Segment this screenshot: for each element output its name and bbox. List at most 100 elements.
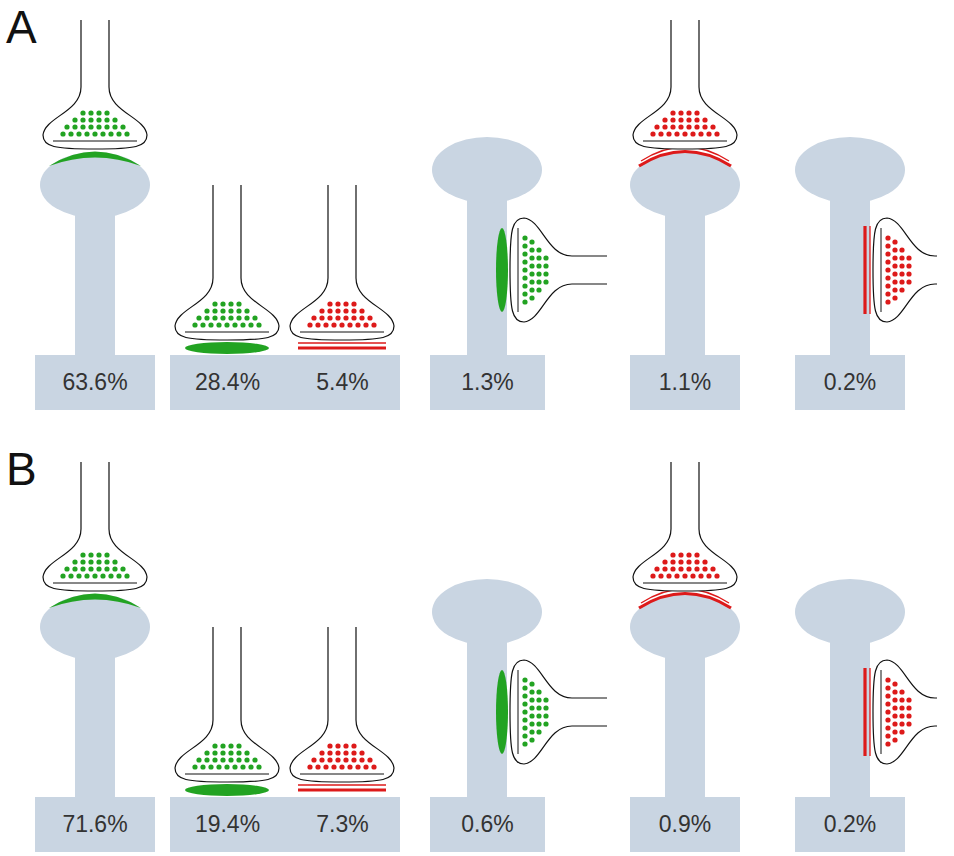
synaptic-vesicle xyxy=(892,279,897,284)
synaptic-vesicle xyxy=(228,301,233,306)
synaptic-vesicle xyxy=(88,124,93,129)
synaptic-vesicle xyxy=(674,131,679,136)
synaptic-vesicle xyxy=(536,689,541,694)
synaptic-vesicle xyxy=(694,552,699,557)
synaptic-vesicle xyxy=(686,117,691,122)
synaptic-vesicle xyxy=(892,287,897,292)
synaptic-vesicle xyxy=(662,124,667,129)
percentage-value: 19.4% xyxy=(195,811,260,838)
synaptic-vesicle xyxy=(906,721,911,726)
synaptic-vesicle xyxy=(650,131,655,136)
synaptic-vesicle xyxy=(678,117,683,122)
synaptic-vesicle xyxy=(892,713,897,718)
synaptic-vesicle xyxy=(543,271,548,276)
synaptic-vesicle xyxy=(522,693,527,698)
percentage-value: 0.2% xyxy=(824,369,876,396)
synaptic-vesicle xyxy=(899,247,904,252)
synaptic-vesicle xyxy=(212,750,217,755)
spine-head xyxy=(40,594,150,660)
synaptic-vesicle xyxy=(60,131,65,136)
synapse-type xyxy=(795,137,937,357)
percentage-value: 1.3% xyxy=(461,369,513,396)
synaptic-vesicle xyxy=(224,322,229,327)
synaptic-vesicle xyxy=(68,131,73,136)
synaptic-vesicle xyxy=(543,279,548,284)
synaptic-vesicle xyxy=(690,573,695,578)
synaptic-vesicle xyxy=(899,729,904,734)
synaptic-vesicle xyxy=(92,131,97,136)
synaptic-vesicle xyxy=(536,279,541,284)
synaptic-vesicle xyxy=(355,764,360,769)
synaptic-vesicle xyxy=(327,743,332,748)
synaptic-vesicle xyxy=(200,764,205,769)
synaptic-vesicle xyxy=(686,110,691,115)
synaptic-vesicle xyxy=(899,287,904,292)
axon-terminal xyxy=(290,185,394,340)
synaptic-vesicle xyxy=(236,301,241,306)
synaptic-vesicle xyxy=(885,283,890,288)
synaptic-vesicle xyxy=(204,757,209,762)
synaptic-vesicle xyxy=(899,271,904,276)
synaptic-vesicle xyxy=(522,725,527,730)
dendrite-base: 7.3% xyxy=(285,797,400,852)
synaptic-vesicle xyxy=(327,308,332,313)
axon-terminal xyxy=(290,627,394,782)
inhibitory-psd xyxy=(639,152,731,167)
synaptic-vesicle xyxy=(236,315,241,320)
synapse-type xyxy=(175,627,279,796)
synaptic-vesicle xyxy=(319,315,324,320)
synaptic-vesicle xyxy=(351,301,356,306)
excitatory-psd xyxy=(496,670,508,754)
spine-head xyxy=(40,152,150,218)
synaptic-vesicle xyxy=(892,705,897,710)
inhibitory-membrane xyxy=(869,668,870,756)
synaptic-vesicle xyxy=(88,110,93,115)
synaptic-vesicle xyxy=(232,322,237,327)
synaptic-vesicle xyxy=(216,764,221,769)
synaptic-vesicle xyxy=(892,239,897,244)
inhibitory-psd xyxy=(298,788,386,791)
synaptic-vesicle xyxy=(100,131,105,136)
synaptic-vesicle xyxy=(536,705,541,710)
synaptic-vesicle xyxy=(104,559,109,564)
dendrite-base: 0.2% xyxy=(795,355,905,410)
synaptic-vesicle xyxy=(359,308,364,313)
synaptic-vesicle xyxy=(212,301,217,306)
panel-letter: B xyxy=(6,446,37,492)
synaptic-vesicle xyxy=(536,263,541,268)
dendrite-base: 19.4% xyxy=(170,797,285,852)
spine-head xyxy=(630,152,740,218)
synaptic-vesicle xyxy=(96,110,101,115)
synaptic-vesicle xyxy=(690,131,695,136)
percentage-value: 71.6% xyxy=(62,811,127,838)
synapse-contact xyxy=(175,627,279,796)
synaptic-vesicle xyxy=(682,131,687,136)
presynaptic-membrane xyxy=(518,228,519,312)
synaptic-vesicle xyxy=(343,750,348,755)
synaptic-vesicle xyxy=(216,322,221,327)
synaptic-vesicle xyxy=(64,566,69,571)
synaptic-vesicle xyxy=(96,117,101,122)
spine-head xyxy=(795,137,905,203)
synaptic-vesicle xyxy=(529,689,534,694)
synaptic-vesicle xyxy=(522,267,527,272)
synaptic-vesicle xyxy=(335,757,340,762)
synapse-contact xyxy=(633,462,737,608)
synaptic-vesicle xyxy=(232,764,237,769)
synaptic-vesicle xyxy=(68,573,73,578)
synaptic-vesicle xyxy=(347,322,352,327)
synaptic-vesicle xyxy=(529,255,534,260)
synaptic-vesicle xyxy=(323,322,328,327)
synaptic-vesicle xyxy=(212,315,217,320)
synaptic-vesicle xyxy=(686,124,691,129)
percentage-value: 0.2% xyxy=(824,811,876,838)
synaptic-vesicle xyxy=(892,729,897,734)
synaptic-vesicle xyxy=(116,131,121,136)
synaptic-vesicle xyxy=(224,764,229,769)
synaptic-vesicle xyxy=(60,573,65,578)
synaptic-vesicle xyxy=(220,750,225,755)
synaptic-vesicle xyxy=(343,301,348,306)
synaptic-vesicle xyxy=(892,721,897,726)
dendrite-base: 63.6% xyxy=(35,355,155,410)
synapse-type xyxy=(630,20,740,357)
